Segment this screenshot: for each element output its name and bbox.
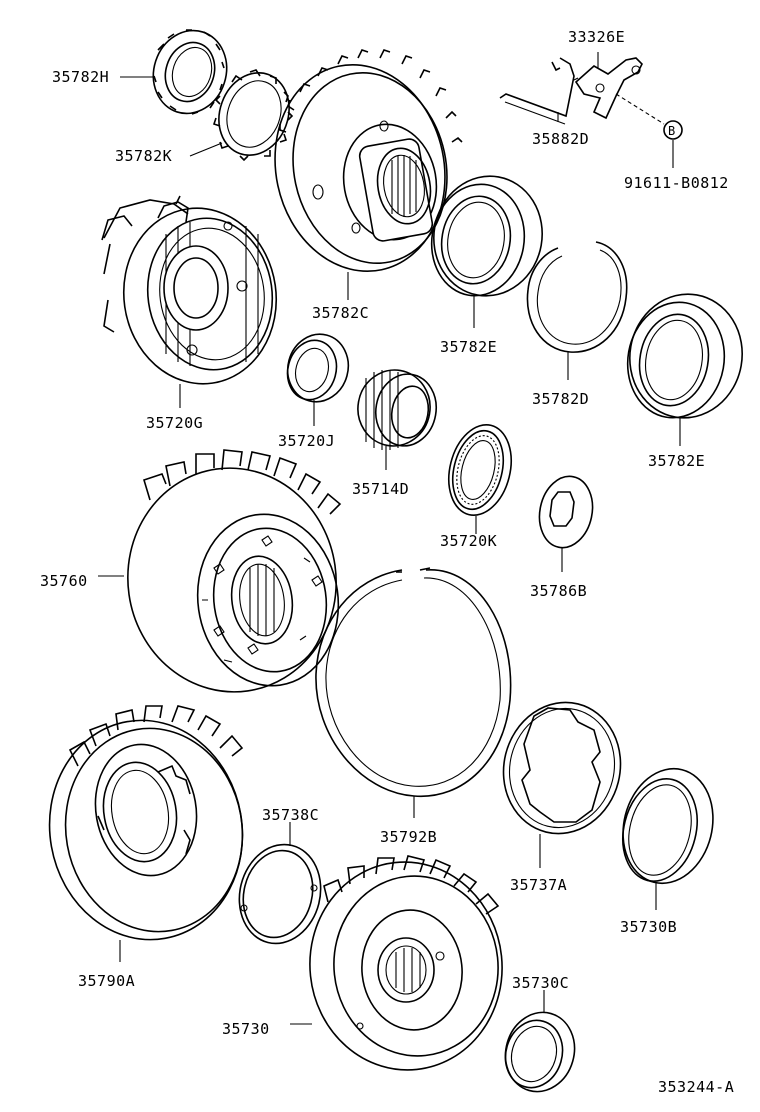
part-35782K: [212, 69, 294, 162]
label-35782K: 35782K: [115, 147, 172, 165]
part-35737A: [502, 701, 622, 835]
label-35882D: 35882D: [532, 130, 589, 148]
callout-b-circle: [663, 120, 683, 140]
part-35720J: [286, 333, 350, 403]
label-35714D: 35714D: [352, 480, 409, 498]
label-35730: 35730: [222, 1020, 270, 1038]
label-35782C: 35782C: [312, 304, 369, 322]
label-35782D: 35782D: [532, 390, 589, 408]
label-35760: 35760: [40, 572, 88, 590]
label-35790A: 35790A: [78, 972, 135, 990]
part-35792B: [315, 567, 512, 797]
label-35792B: 35792B: [380, 828, 437, 846]
label-35782H: 35782H: [52, 68, 109, 86]
part-35782D: [526, 241, 628, 353]
part-35720G: [101, 195, 278, 385]
part-35882D: [499, 57, 579, 125]
part-35720K: [448, 423, 512, 517]
leader-35782K: [189, 142, 223, 157]
part-35760: [127, 449, 342, 693]
part-35782E-upper: [430, 175, 543, 297]
part-35738C: [238, 843, 322, 945]
part-35714D: [357, 369, 437, 450]
part-35730C: [504, 1011, 576, 1093]
label-91611-B0812: 91611-B0812: [624, 174, 729, 192]
part-35790A: [48, 705, 244, 941]
label-35782E-lower: 35782E: [648, 452, 705, 470]
label-35720G: 35720G: [146, 414, 203, 432]
label-35720J: 35720J: [278, 432, 335, 450]
part-35786B: [538, 475, 594, 549]
part-35730: [309, 855, 503, 1071]
label-35720K: 35720K: [440, 532, 497, 550]
part-35782H: [152, 29, 228, 115]
part-35730B: [622, 767, 714, 885]
label-35738C: 35738C: [262, 806, 319, 824]
label-35782E-upper: 35782E: [440, 338, 497, 356]
part-33326E: [574, 57, 643, 120]
label-35730B: 35730B: [620, 918, 677, 936]
part-35782C: [274, 49, 463, 273]
label-35786B: 35786B: [530, 582, 587, 600]
part-35782E-lower: [626, 293, 743, 419]
callout-b-letter: B: [668, 124, 676, 138]
figure-code: 353244-A: [658, 1078, 734, 1096]
label-33326E: 33326E: [568, 28, 625, 46]
label-35737A: 35737A: [510, 876, 567, 894]
leader-91611-B0812-dashed: [615, 93, 665, 125]
label-35730C: 35730C: [512, 974, 569, 992]
